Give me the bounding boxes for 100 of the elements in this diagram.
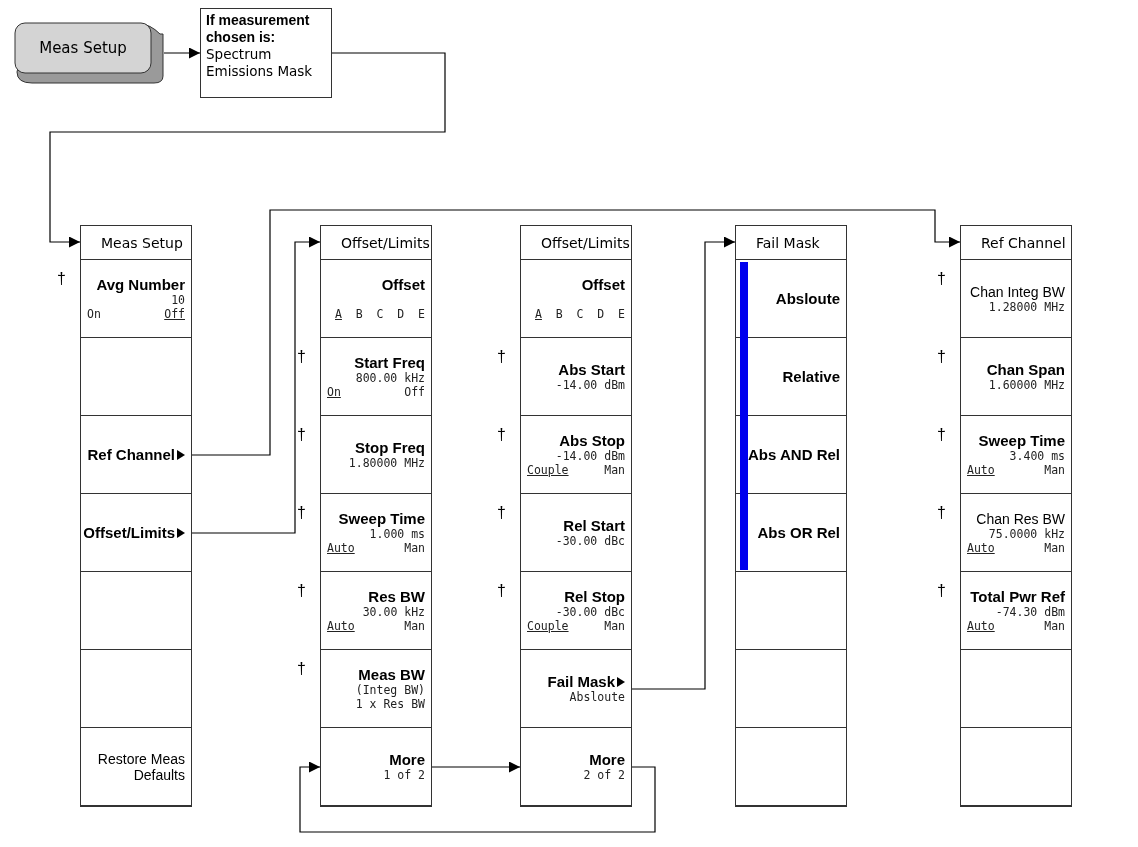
softkey-label: Abs Start — [558, 361, 625, 378]
option-label: B — [355, 307, 363, 321]
softkey-value: 30.00 kHz — [362, 605, 425, 619]
arrow — [190, 209, 961, 456]
menu-title: Offset/Limits — [341, 234, 430, 251]
softkey-label: Avg Number — [96, 276, 185, 293]
softkey-value: 75.0000 kHz — [988, 526, 1065, 541]
dagger-mark: † — [297, 504, 306, 522]
option-label: Man — [404, 619, 425, 633]
softkey-value: 3.400 ms — [1009, 449, 1065, 463]
menu-panel — [80, 225, 192, 807]
softkey-label: More — [389, 751, 425, 768]
arrow — [299, 761, 656, 833]
option-label: Auto — [327, 619, 355, 633]
dagger-mark: † — [497, 426, 506, 444]
softkey-label: Total Pwr Ref — [970, 588, 1065, 605]
dagger-mark: † — [57, 270, 66, 288]
softkey-label: Restore Meas Defaults — [96, 750, 185, 783]
softkey-label: Abs AND Rel — [748, 446, 840, 463]
option-label: Man — [604, 619, 625, 633]
option-label: C — [376, 307, 384, 321]
option-label: D — [397, 307, 405, 321]
softkey-value: 2 of 2 — [583, 768, 625, 782]
softkey-label: Meas BW — [358, 666, 425, 683]
softkey-label: Res BW — [368, 588, 425, 605]
softkey-label: Stop Freq — [355, 439, 425, 456]
option-label: Couple — [527, 619, 569, 633]
option-label: A — [535, 307, 542, 321]
softkey-value: -14.00 dBm — [555, 378, 625, 392]
arrow — [630, 236, 736, 690]
softkey-value: 1 x Res BW — [355, 697, 425, 711]
softkey-value: -30.00 dBc — [555, 534, 625, 548]
softkey-label: Offset — [581, 276, 625, 293]
menu-title: Meas Setup — [101, 234, 183, 251]
softkey-label: Ref Channel — [87, 446, 175, 463]
arrow — [190, 236, 321, 534]
option-label: Auto — [327, 541, 355, 555]
softkey-value: 800.00 kHz — [355, 371, 425, 385]
option-label: Couple — [527, 463, 569, 477]
menu-panel — [960, 225, 1072, 807]
softkey-value: 1.80000 MHz — [348, 456, 425, 470]
menu-title: Offset/Limits — [541, 234, 630, 251]
softkey-label: Abs OR Rel — [757, 524, 840, 541]
option-label: B — [555, 307, 563, 321]
dagger-mark: † — [297, 660, 306, 678]
option-label: Man — [604, 463, 625, 477]
option-label: E — [618, 307, 625, 321]
menu-panel — [520, 225, 632, 807]
option-label: Auto — [967, 463, 995, 477]
option-label: Off — [404, 385, 425, 399]
menu-panel — [735, 225, 847, 807]
dagger-mark: † — [937, 504, 946, 522]
option-label: On — [327, 385, 341, 399]
condition-heading: If measurement chosen is: — [206, 12, 311, 46]
condition-text: Spectrum Emissions Mask — [206, 46, 314, 80]
softkey-label: Start Freq — [354, 354, 425, 371]
option-label: Man — [1044, 619, 1065, 633]
option-label: Off — [164, 307, 185, 321]
dagger-mark: † — [297, 426, 306, 444]
option-label: Auto — [967, 540, 995, 555]
softkey-label: Chan Res BW — [976, 510, 1065, 527]
option-label: Man — [404, 541, 425, 555]
softkey-value: (Integ BW) — [355, 683, 425, 697]
softkey-value: -74.30 dBm — [995, 605, 1065, 619]
option-label: A — [335, 307, 342, 321]
dagger-mark: † — [937, 426, 946, 444]
dagger-mark: † — [937, 270, 946, 288]
softkey-label: Offset — [381, 276, 425, 293]
softkey-label: Absloute — [775, 290, 840, 307]
softkey-label: More — [589, 751, 625, 768]
hardkey-button: Meas Setup — [14, 22, 164, 84]
menu-panel — [320, 225, 432, 807]
softkey-label: Relative — [782, 368, 840, 385]
option-label: D — [597, 307, 605, 321]
softkey-label: Fail Mask — [547, 673, 615, 690]
softkey-label: Rel Start — [563, 517, 625, 534]
arrow — [163, 47, 201, 59]
dagger-mark: † — [497, 348, 506, 366]
option-label: On — [87, 307, 101, 321]
softkey-label: Offset/Limits — [83, 524, 175, 541]
softkey-value: 1.28000 MHz — [988, 299, 1065, 314]
arrow — [49, 52, 446, 248]
softkey-label: Rel Stop — [564, 588, 625, 605]
dagger-mark: † — [937, 582, 946, 600]
condition-box — [200, 8, 332, 98]
softkey-value: 1.000 ms — [369, 527, 425, 541]
dagger-mark: † — [297, 582, 306, 600]
arrow — [430, 761, 521, 773]
dagger-mark: † — [497, 504, 506, 522]
option-label: Man — [1044, 540, 1065, 555]
softkey-value: 10 — [171, 293, 185, 307]
dagger-mark: † — [937, 348, 946, 366]
option-label: Man — [1044, 463, 1065, 477]
menu-title: Fail Mask — [756, 234, 820, 251]
menu-title: Ref Channel — [981, 234, 1066, 251]
softkey-label: Abs Stop — [559, 432, 625, 449]
option-label: C — [576, 307, 584, 321]
option-label: Auto — [967, 619, 995, 633]
softkey-value: -30.00 dBc — [555, 605, 625, 619]
dagger-mark: † — [497, 582, 506, 600]
